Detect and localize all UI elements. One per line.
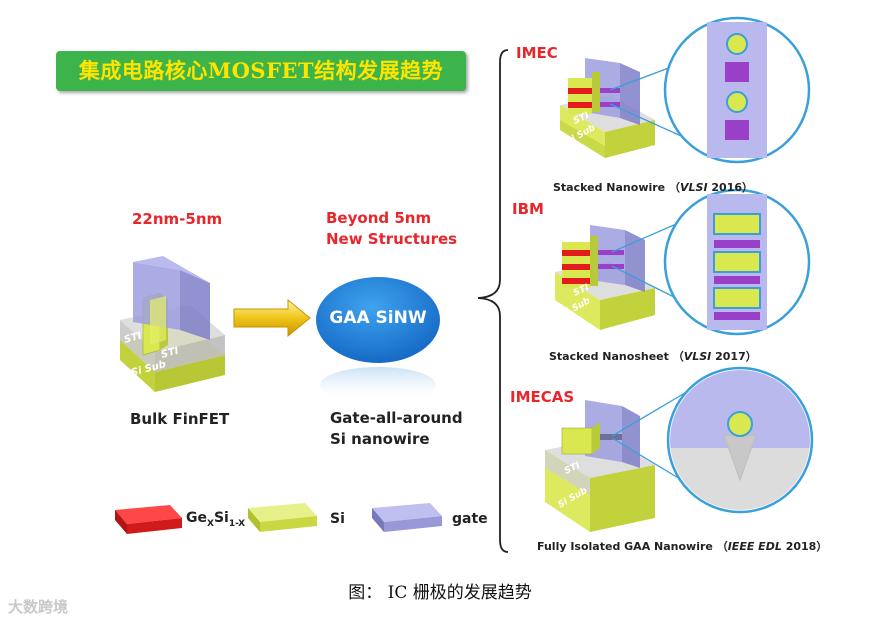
ibm-label: IBM [512,200,544,218]
imec-label: IMEC [516,44,558,62]
gaa-bubble-label: GAA SiNW [329,308,427,328]
ibm-caption-main: Stacked Nanosheet [549,350,669,363]
new-structures-label: New Structures [326,230,458,248]
sti-label-left-1: STI [123,331,143,346]
bulk-finfet-label: Bulk FinFET [130,410,230,428]
progress-arrow [233,298,311,338]
imec-caption: Stacked Nanowire （VLSI 2016） [553,181,754,194]
legend-si-label: Si [330,511,345,527]
imecas-label: IMECAS [510,388,575,406]
sti-label-left-2: STI [160,346,180,361]
bulk-finfet-device [120,256,225,392]
node-range-label: 22nm-5nm [132,210,223,228]
imec-magnifier [663,16,811,164]
legend-swatches [115,503,442,534]
page-title: 集成电路核心MOSFET结构发展趋势 [56,51,466,91]
imecas-caption-main: Fully Isolated GAA Nanowire [537,540,713,553]
imec-caption-year: 2016 [711,181,743,194]
ibm-caption: Stacked Nanosheet （VLSI 2017） [549,350,757,363]
imecas-caption-venue: IEEE EDL [727,540,782,553]
gaa-desc-line2: Si nanowire [330,430,430,448]
figure-caption: 图： IC 栅极的发展趋势 [348,583,532,603]
imec-caption-main: Stacked Nanowire [553,181,666,194]
grouping-brace [477,49,509,553]
imecas-magnifier [666,366,814,514]
watermark: 大数跨境 [8,598,69,616]
gaa-bubble [316,277,440,363]
ibm-device [555,217,691,330]
ibm-caption-year: 2017 [715,350,746,363]
gaa-desc-line1: Gate-all-around [330,409,463,427]
legend-gesi-label: GeXSi1-X [186,510,246,529]
imecas-caption: Fully Isolated GAA Nanowire （IEEE EDL 20… [537,540,828,553]
imecas-caption-year: 2018 [785,540,817,553]
beyond-5nm-label: Beyond 5nm [326,209,432,227]
ibm-caption-venue: VLSI [683,350,712,363]
imec-caption-venue: VLSI [680,181,708,194]
gaa-bubble-reflection [320,367,436,403]
imec-device [560,58,691,158]
legend-gate-label: gate [452,511,488,527]
imecas-device [545,389,691,532]
ibm-magnifier [663,188,811,336]
